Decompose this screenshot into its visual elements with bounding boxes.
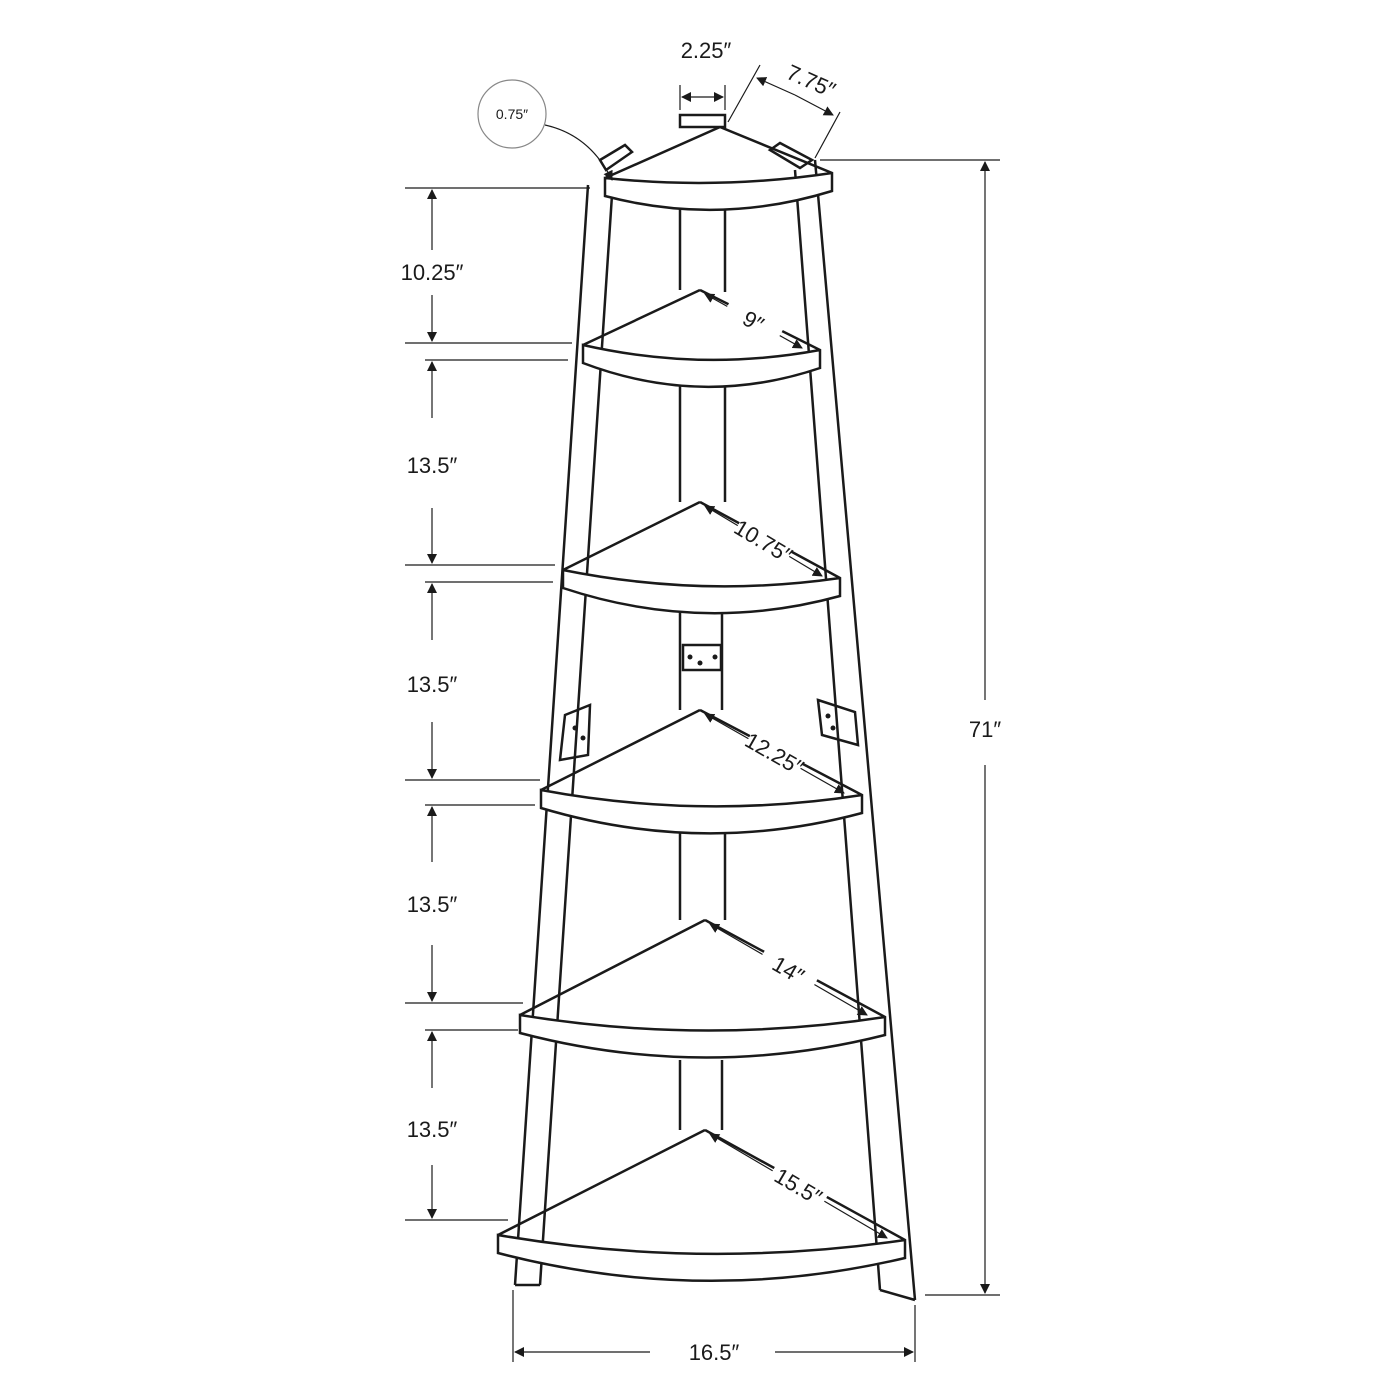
top-depth-label: 7.75″ bbox=[783, 59, 840, 103]
left-dimensions: 10.25″ 13.5″ 13.5″ 13.5″ 13.5″ bbox=[401, 187, 590, 1221]
thickness-label: 0.75″ bbox=[496, 106, 528, 122]
bracket bbox=[558, 141, 860, 762]
width-dimension: 16.5″ bbox=[512, 1290, 916, 1365]
left-leg bbox=[513, 184, 614, 1287]
shelf bbox=[561, 500, 842, 615]
height-label: 71″ bbox=[969, 717, 1001, 742]
shelf bbox=[518, 918, 887, 1059]
shelf-depth-label: 10.75″ bbox=[730, 515, 797, 569]
shelf-depth-label: 12.25″ bbox=[741, 728, 808, 781]
center-post bbox=[678, 113, 727, 1130]
top-gap-label: 10.25″ bbox=[401, 260, 464, 285]
gap-label: 13.5″ bbox=[407, 892, 458, 917]
shelf bbox=[603, 125, 834, 212]
right-leg bbox=[793, 159, 917, 1302]
shelf bbox=[539, 708, 864, 835]
shelf bbox=[581, 288, 822, 388]
gap-label: 13.5″ bbox=[407, 453, 458, 478]
post-width-label: 2.25″ bbox=[681, 38, 732, 63]
width-label: 16.5″ bbox=[689, 1340, 740, 1365]
gap-label: 13.5″ bbox=[407, 672, 458, 697]
gap-label: 13.5″ bbox=[407, 1117, 458, 1142]
shelf bbox=[496, 1128, 907, 1283]
height-dimension: 71″ bbox=[820, 159, 1001, 1296]
